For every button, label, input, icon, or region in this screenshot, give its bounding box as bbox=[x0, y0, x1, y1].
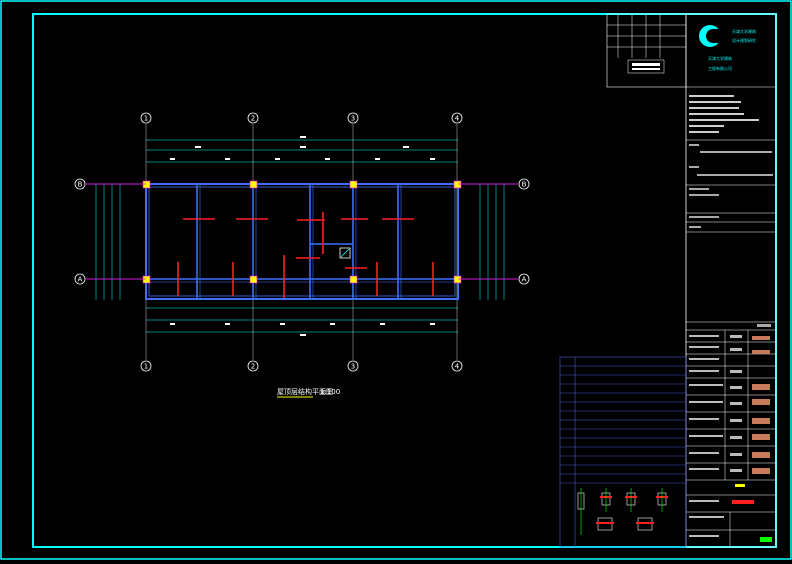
company-name-1: 天津大学建筑 bbox=[708, 55, 732, 61]
title-block: 天津大学建筑 设计规划研究 天津大学建筑 工程有限公司 bbox=[606, 13, 777, 548]
section-details bbox=[577, 488, 668, 535]
logo-line2: 设计规划研究 bbox=[732, 37, 756, 43]
revision-table bbox=[559, 356, 687, 548]
grid-label-col-3-top: 3 bbox=[351, 115, 355, 123]
grid-label-col-1-top: 1 bbox=[144, 115, 148, 123]
grid-label-col-1-bottom: 1 bbox=[144, 363, 148, 371]
floor-plan: 1 2 3 4 1 2 3 4 B A B A bbox=[74, 112, 530, 372]
grid-label-col-2-bottom: 2 bbox=[251, 363, 255, 371]
grid-label-col-3-bottom: 3 bbox=[351, 363, 355, 371]
grid-label-row-a-right: A bbox=[522, 276, 527, 284]
grid-label-row-b-right: B bbox=[522, 181, 527, 189]
drawing-title: 屋顶层结构平面图 1:100 bbox=[277, 387, 340, 398]
grid-label-col-2-top: 2 bbox=[251, 115, 255, 123]
company-name-2: 工程有限公司 bbox=[708, 65, 732, 71]
drawing-scale: 1:100 bbox=[320, 388, 340, 396]
company-logo-icon: 天津大学建筑 设计规划研究 bbox=[699, 25, 756, 47]
grid-label-col-4-bottom: 4 bbox=[455, 363, 460, 371]
logo-line1: 天津大学建筑 bbox=[732, 28, 756, 34]
grid-label-row-a-left: A bbox=[78, 276, 83, 284]
grid-label-row-b-left: B bbox=[78, 181, 83, 189]
grid-label-col-4-top: 4 bbox=[455, 115, 460, 123]
drawing-title-text: 屋顶层结构平面图 bbox=[277, 387, 333, 396]
